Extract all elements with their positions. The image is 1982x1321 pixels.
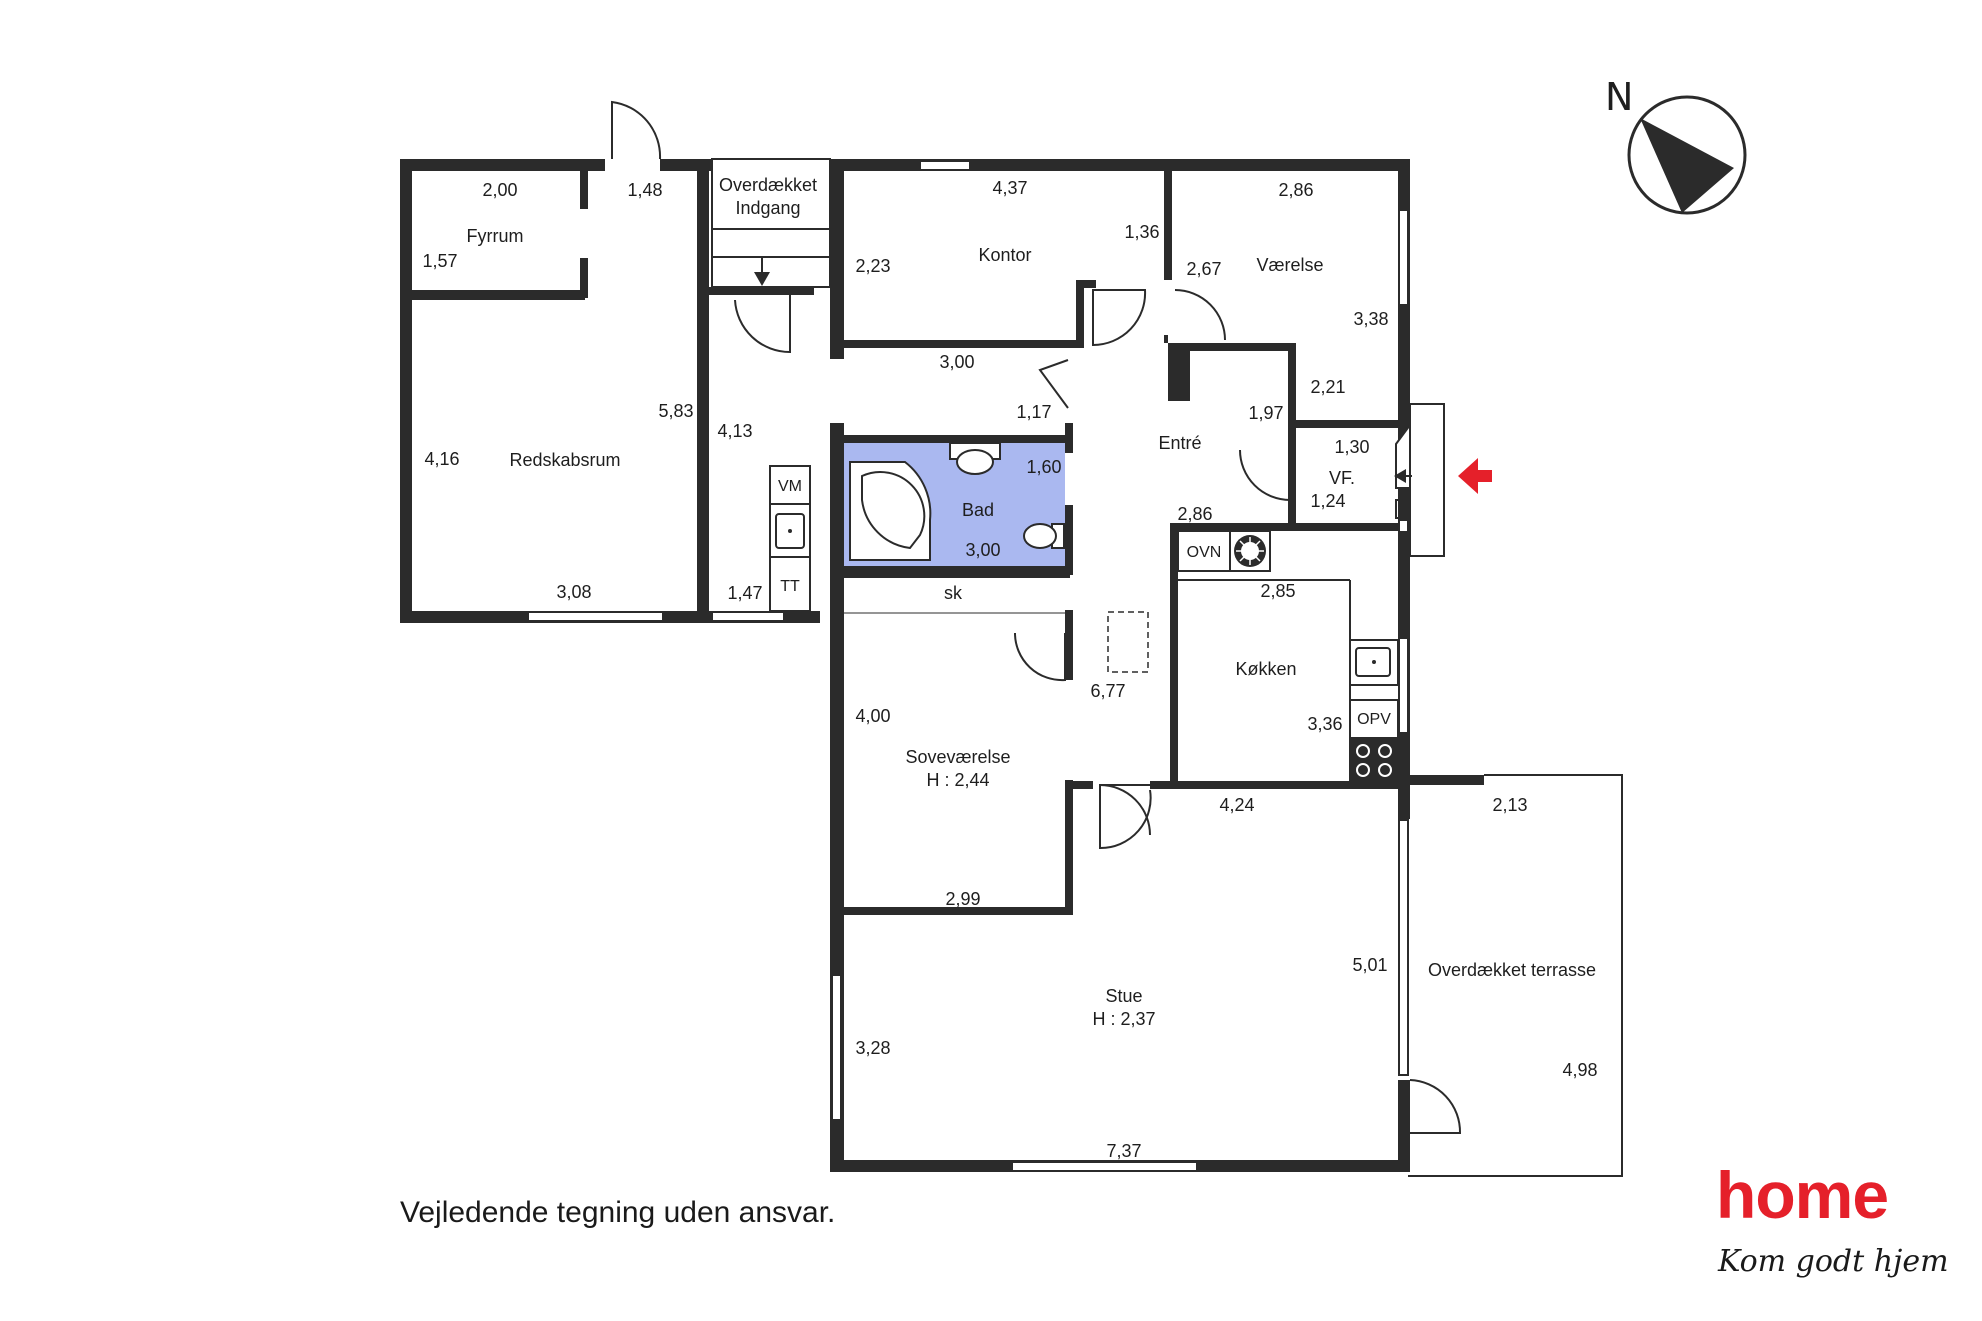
north-label: N [1605,75,1633,119]
oven-box [1177,530,1231,572]
extractor-fan-icon [1234,535,1266,567]
dryer-box [769,556,811,612]
room-label-redskabsrum: Redskabsrum [509,450,620,470]
fixture-label-vm: VM [778,478,802,495]
dimension-label: 2,99 [945,889,980,909]
dimension-label: 1,36 [1124,222,1159,242]
dimension-label: 4,37 [992,178,1027,198]
dimension-label: 7,37 [1106,1141,1141,1161]
dimension-label: 1,24 [1310,491,1345,511]
stove-burners-icon [1356,744,1392,777]
dimension-label: 4,00 [855,706,890,726]
room-label-entre: Entré [1158,433,1201,453]
room-label-overdaekket-terrasse: Overdækket terrasse [1428,960,1596,980]
dimension-label: 3,08 [556,582,591,602]
indgang-arrow-icon [754,258,770,286]
room-label-bad: Bad [962,500,994,520]
dimension-label: 1,60 [1026,457,1061,477]
room-height-stue: H : 2,37 [1092,1009,1155,1029]
dimension-label: 3,28 [855,1038,890,1058]
disclaimer-text: Vejledende tegning uden ansvar. [400,1196,836,1229]
dimension-label: 1,30 [1334,437,1369,457]
washbasin-icon [949,442,1001,475]
home-tagline: Kom godt hjem [1718,1244,1949,1279]
dimension-label: 2,85 [1260,581,1295,601]
fixture-label-tt: TT [780,578,800,595]
dimension-label: 2,67 [1186,259,1221,279]
home-logo: home [1716,1158,1889,1232]
dimension-label: 1,47 [727,583,762,603]
bathtub-icon [849,461,932,561]
dimension-label: 1,17 [1016,402,1051,422]
dimension-label: 4,24 [1219,795,1254,815]
dimension-label: 2,86 [1278,180,1313,200]
dimension-label: 2,00 [482,180,517,200]
stove-box [1349,737,1399,782]
dimension-label: 3,36 [1307,714,1342,734]
dimension-label: 1,97 [1248,403,1283,423]
dimension-label: 5,83 [658,401,693,421]
dimension-label: 5,01 [1352,955,1387,975]
fixture-label-ovn: OVN [1187,544,1222,561]
room-label-kontor: Kontor [978,245,1031,265]
utility-sink-drain-icon [788,529,792,533]
room-label-sovevaerelse: Soveværelse [905,747,1010,767]
room-label-vf: VF. [1329,468,1355,488]
room-label-koekken: Køkken [1235,659,1296,679]
room-label-indgang: Indgang [735,198,800,218]
dimension-label: 2,23 [855,256,890,276]
terrace-outline [1408,774,1623,1177]
fixture-label-opv: OPV [1357,711,1391,728]
walls [400,159,1484,1172]
dimension-label: 1,57 [422,251,457,271]
room-label-overdaekket: Overdækket [719,175,817,195]
skylight-outline [1107,611,1149,673]
compass-icon [1627,95,1747,215]
doors [611,100,1462,1134]
dimension-label: 1,48 [627,180,662,200]
room-label-sk: sk [944,583,963,603]
room-label-fyrrum: Fyrrum [467,226,524,246]
room-height-sovevaerelse: H : 2,44 [926,770,989,790]
toilet-icon [1023,523,1065,549]
dimension-label: 6,77 [1090,681,1125,701]
dimension-label: 2,21 [1310,377,1345,397]
dimension-label: 3,00 [939,352,974,372]
dimension-label: 2,13 [1492,795,1527,815]
dishwasher-box [1349,699,1399,739]
dimension-label: 3,00 [965,540,1000,560]
dimension-label: 2,86 [1177,504,1212,524]
entrance-arrow-icon [1394,458,1492,494]
dimension-label: 4,16 [424,449,459,469]
dimension-label: 3,38 [1353,309,1388,329]
windows [527,160,1409,1172]
kitchen-sink-drain-icon [1372,660,1376,664]
dimension-label: 4,98 [1562,1060,1597,1080]
dimension-label: 4,13 [717,421,752,441]
room-label-stue: Stue [1105,986,1142,1006]
room-label-vaerelse: Værelse [1256,255,1323,275]
